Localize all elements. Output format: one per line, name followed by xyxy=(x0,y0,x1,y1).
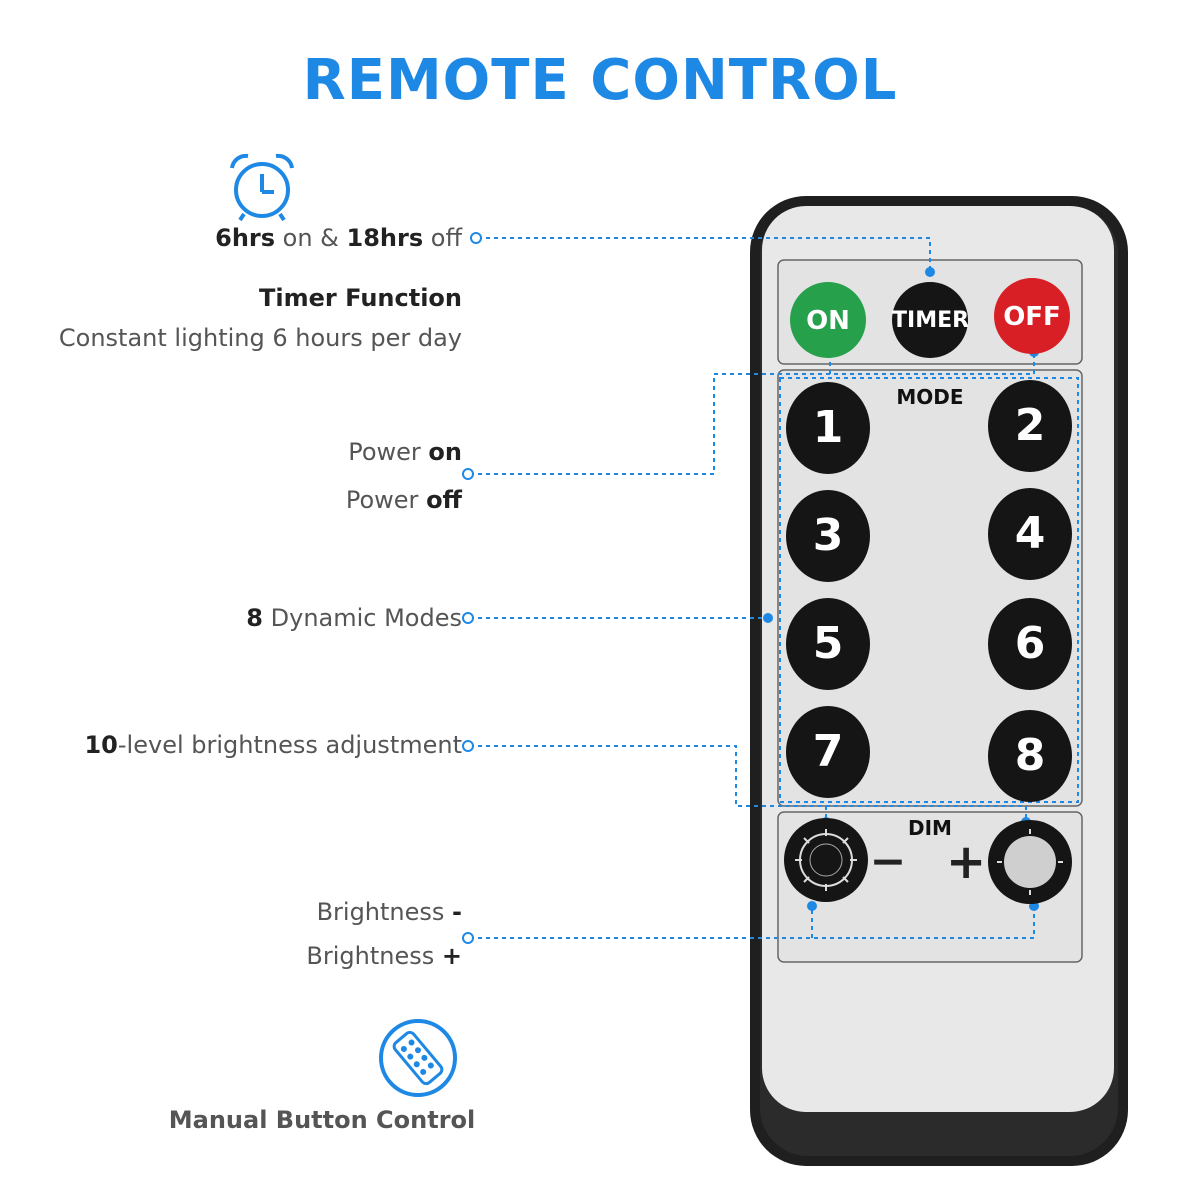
on-button[interactable]: ON xyxy=(806,306,850,336)
brightness-minus-label: Brightness - xyxy=(316,898,462,926)
brightness-levels-label: 10-level brightness adjustment xyxy=(84,731,462,759)
mode-label: MODE xyxy=(896,385,964,409)
on-button-shape xyxy=(790,282,866,358)
mode-button-1[interactable]: 1 xyxy=(812,402,844,453)
remote-icon xyxy=(378,1018,458,1098)
power-off-label: Power off xyxy=(345,486,462,514)
alarm-clock-icon xyxy=(224,148,300,224)
dim-plus-button[interactable]: + xyxy=(946,834,987,890)
mode-button-2[interactable]: 2 xyxy=(1014,400,1046,451)
brightness-plus-label: Brightness + xyxy=(306,942,462,970)
timer-button-shape xyxy=(892,282,968,358)
page-title: REMOTE CONTROL xyxy=(302,48,898,113)
timer-heading: Timer Function xyxy=(259,284,462,312)
mode-button-6[interactable]: 6 xyxy=(1014,618,1046,669)
dim-label: DIM xyxy=(908,816,952,840)
mode-button-5[interactable]: 5 xyxy=(812,618,844,669)
mode-button-8[interactable]: 8 xyxy=(1014,730,1046,781)
mode-button-3[interactable]: 3 xyxy=(812,510,844,561)
off-button-shape xyxy=(994,278,1070,354)
off-button[interactable]: OFF xyxy=(1003,302,1061,332)
timer-hours-label: 6hrs on & 18hrs off xyxy=(215,224,462,252)
dim-minus-button[interactable]: − xyxy=(869,836,907,887)
mode-button-4[interactable]: 4 xyxy=(1014,508,1046,559)
power-on-label: Power on xyxy=(348,438,462,466)
mode-button-7[interactable]: 7 xyxy=(812,726,844,777)
timer-description: Constant lighting 6 hours per day xyxy=(58,324,462,352)
timer-button[interactable]: TIMER xyxy=(892,308,970,333)
modes-label: 8 Dynamic Modes xyxy=(246,604,462,632)
manual-control-label: Manual Button Control xyxy=(168,1106,476,1134)
